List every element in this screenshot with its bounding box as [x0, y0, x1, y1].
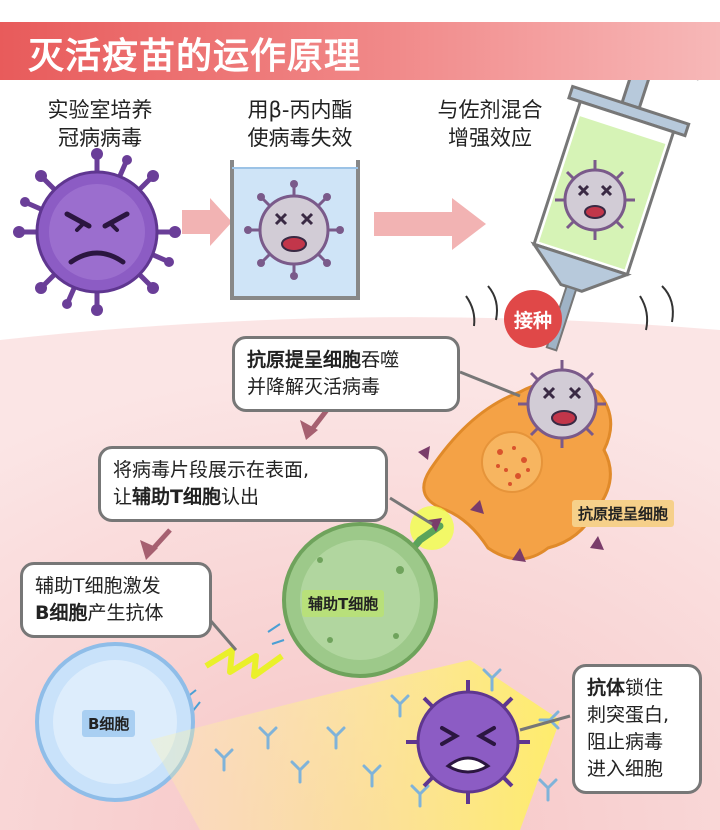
- lightning-icon: [204, 647, 284, 679]
- neutralized-virus-icon: [406, 680, 530, 804]
- apc-spikes: [418, 446, 604, 562]
- t-cell-texture: [317, 557, 404, 643]
- step-1-caption: 实验室培养 冠病病毒: [20, 96, 180, 152]
- bubble-tcell-post: 产生抗体: [87, 602, 164, 624]
- syringe-virus-icon: [555, 160, 635, 240]
- step-3-line1: 与佐剂混合: [437, 98, 543, 122]
- bubble-display-pre: 让: [113, 486, 133, 508]
- bubble-apc-line2: 并降解灭活病毒: [247, 376, 381, 398]
- motion-lines: [465, 285, 674, 331]
- bubble-pointers: [208, 370, 571, 732]
- apc-fragments: [496, 446, 530, 486]
- bubble-tcell-bold: B细胞: [35, 602, 88, 624]
- step-2-line2: 使病毒失效: [247, 126, 353, 150]
- step-2-line1: 用β-丙内酯: [247, 98, 353, 122]
- bubble-display-line1: 将病毒片段展示在表面,: [113, 459, 310, 481]
- bubble-antibody-rest: 锁住: [625, 677, 664, 699]
- bubble-tcell: 辅助T细胞激发 B细胞产生抗体: [20, 562, 212, 638]
- arrow-2: [374, 198, 486, 250]
- step-2-caption: 用β-丙内酯 使病毒失效: [220, 96, 380, 152]
- antibodies: [214, 668, 560, 808]
- step-1-line1: 实验室培养: [47, 98, 153, 122]
- bubble-antibody-line3: 阻止病毒: [587, 731, 664, 753]
- apc-nucleus: [481, 431, 543, 493]
- bubble-display-post: 认出: [220, 486, 259, 508]
- live-virus-icon: [13, 148, 181, 316]
- b-cell-label: B细胞: [82, 710, 136, 737]
- t-cell-label: 辅助T细胞: [302, 590, 385, 617]
- bubble-display-bold: 辅助T细胞: [132, 486, 221, 508]
- bubble-antibody: 抗体锁住 刺突蛋白, 阻止病毒 进入细胞: [572, 664, 702, 794]
- bubble-apc-bold: 抗原提呈细胞: [247, 349, 362, 371]
- step-1-line2: 冠病病毒: [58, 126, 142, 150]
- bubble-antibody-bold: 抗体: [587, 677, 626, 699]
- engulfed-virus-icon: [518, 360, 606, 448]
- bubble-tcell-line1: 辅助T细胞激发: [35, 575, 161, 597]
- bubble-antibody-line2: 刺突蛋白,: [587, 704, 670, 726]
- apc-label: 抗原提呈细胞: [572, 500, 675, 527]
- inactivated-virus-icon: [244, 180, 344, 280]
- step-3-line2: 增强效应: [448, 126, 532, 150]
- page-title: 灭活疫苗的运作原理: [28, 36, 362, 77]
- step-3-caption: 与佐剂混合 增强效应: [410, 96, 570, 152]
- title-bar: [0, 22, 720, 80]
- arrow-1: [182, 198, 232, 246]
- bubble-antibody-line4: 进入细胞: [587, 758, 664, 780]
- inoculate-badge: 接种: [504, 290, 562, 348]
- bubble-apc-rest: 吞噬: [361, 349, 400, 371]
- bubble-apc: 抗原提呈细胞吞噬 并降解灭活病毒: [232, 336, 460, 412]
- bubble-display: 将病毒片段展示在表面, 让辅助T细胞认出: [98, 446, 388, 522]
